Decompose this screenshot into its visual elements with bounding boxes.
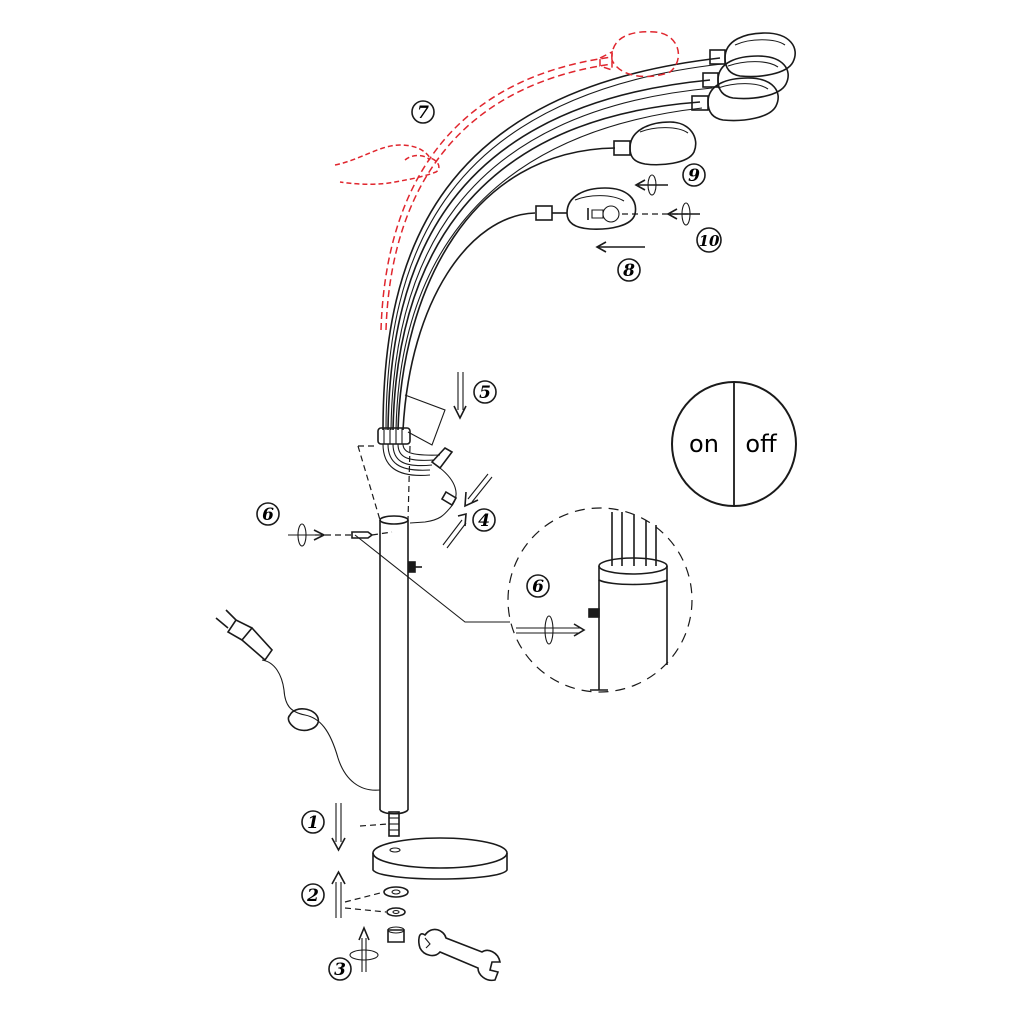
shade-5-open (535, 187, 637, 230)
bulb-arrows (595, 174, 700, 253)
svg-text:6: 6 (262, 505, 274, 525)
svg-text:10: 10 (699, 232, 720, 250)
shade-2 (702, 55, 789, 100)
arm-moving-indicator (334, 30, 680, 331)
screw-6 (288, 523, 393, 547)
step-badge-9: 9 (682, 163, 706, 187)
step-badge-3: 3 (328, 957, 352, 981)
step-badge-7: 7 (411, 100, 435, 124)
svg-text:7: 7 (417, 103, 429, 123)
detail-leader-line (354, 534, 510, 623)
lamp-shades (535, 32, 796, 230)
detail-view (507, 507, 693, 693)
svg-text:1: 1 (307, 813, 319, 833)
step-badge-1: 1 (301, 810, 325, 834)
arrow-2 (331, 870, 346, 918)
shade-4 (613, 121, 697, 166)
arrow-3 (349, 925, 379, 972)
step-badges: 1 2 3 4 5 6 6 7 (256, 100, 722, 981)
hardware-parts (344, 886, 409, 943)
lamp-pole (359, 515, 422, 837)
svg-text:3: 3 (334, 960, 346, 980)
svg-text:6: 6 (532, 577, 544, 597)
wrench-icon (418, 928, 501, 982)
bulb-icon (602, 205, 620, 223)
arrow-1 (331, 803, 346, 852)
step-badge-6: 6 (256, 502, 280, 526)
svg-text:8: 8 (622, 261, 635, 281)
step-badge-10: 10 (696, 227, 722, 253)
svg-text:9: 9 (688, 166, 700, 186)
step-badge-4: 4 (472, 508, 496, 532)
step-badge-8: 8 (617, 258, 641, 282)
connect-arrows-4 (442, 473, 493, 549)
switch-on-label: on (689, 430, 719, 458)
svg-text:5: 5 (479, 383, 491, 403)
step-badge-2: 2 (301, 883, 325, 907)
lamp-base (372, 837, 508, 880)
svg-text:4: 4 (478, 511, 490, 531)
shade-3 (691, 77, 779, 122)
wire-collar (357, 394, 458, 524)
step-badge-5: 5 (473, 380, 497, 404)
power-cord (215, 609, 381, 791)
on-off-switch: on off (671, 381, 797, 507)
switch-off-label: off (745, 430, 777, 458)
svg-text:2: 2 (306, 886, 319, 906)
step-badge-6-detail: 6 (526, 574, 550, 598)
insert-arrow-5 (453, 372, 467, 420)
shade-1 (709, 32, 796, 78)
lamp-arms (382, 57, 723, 431)
